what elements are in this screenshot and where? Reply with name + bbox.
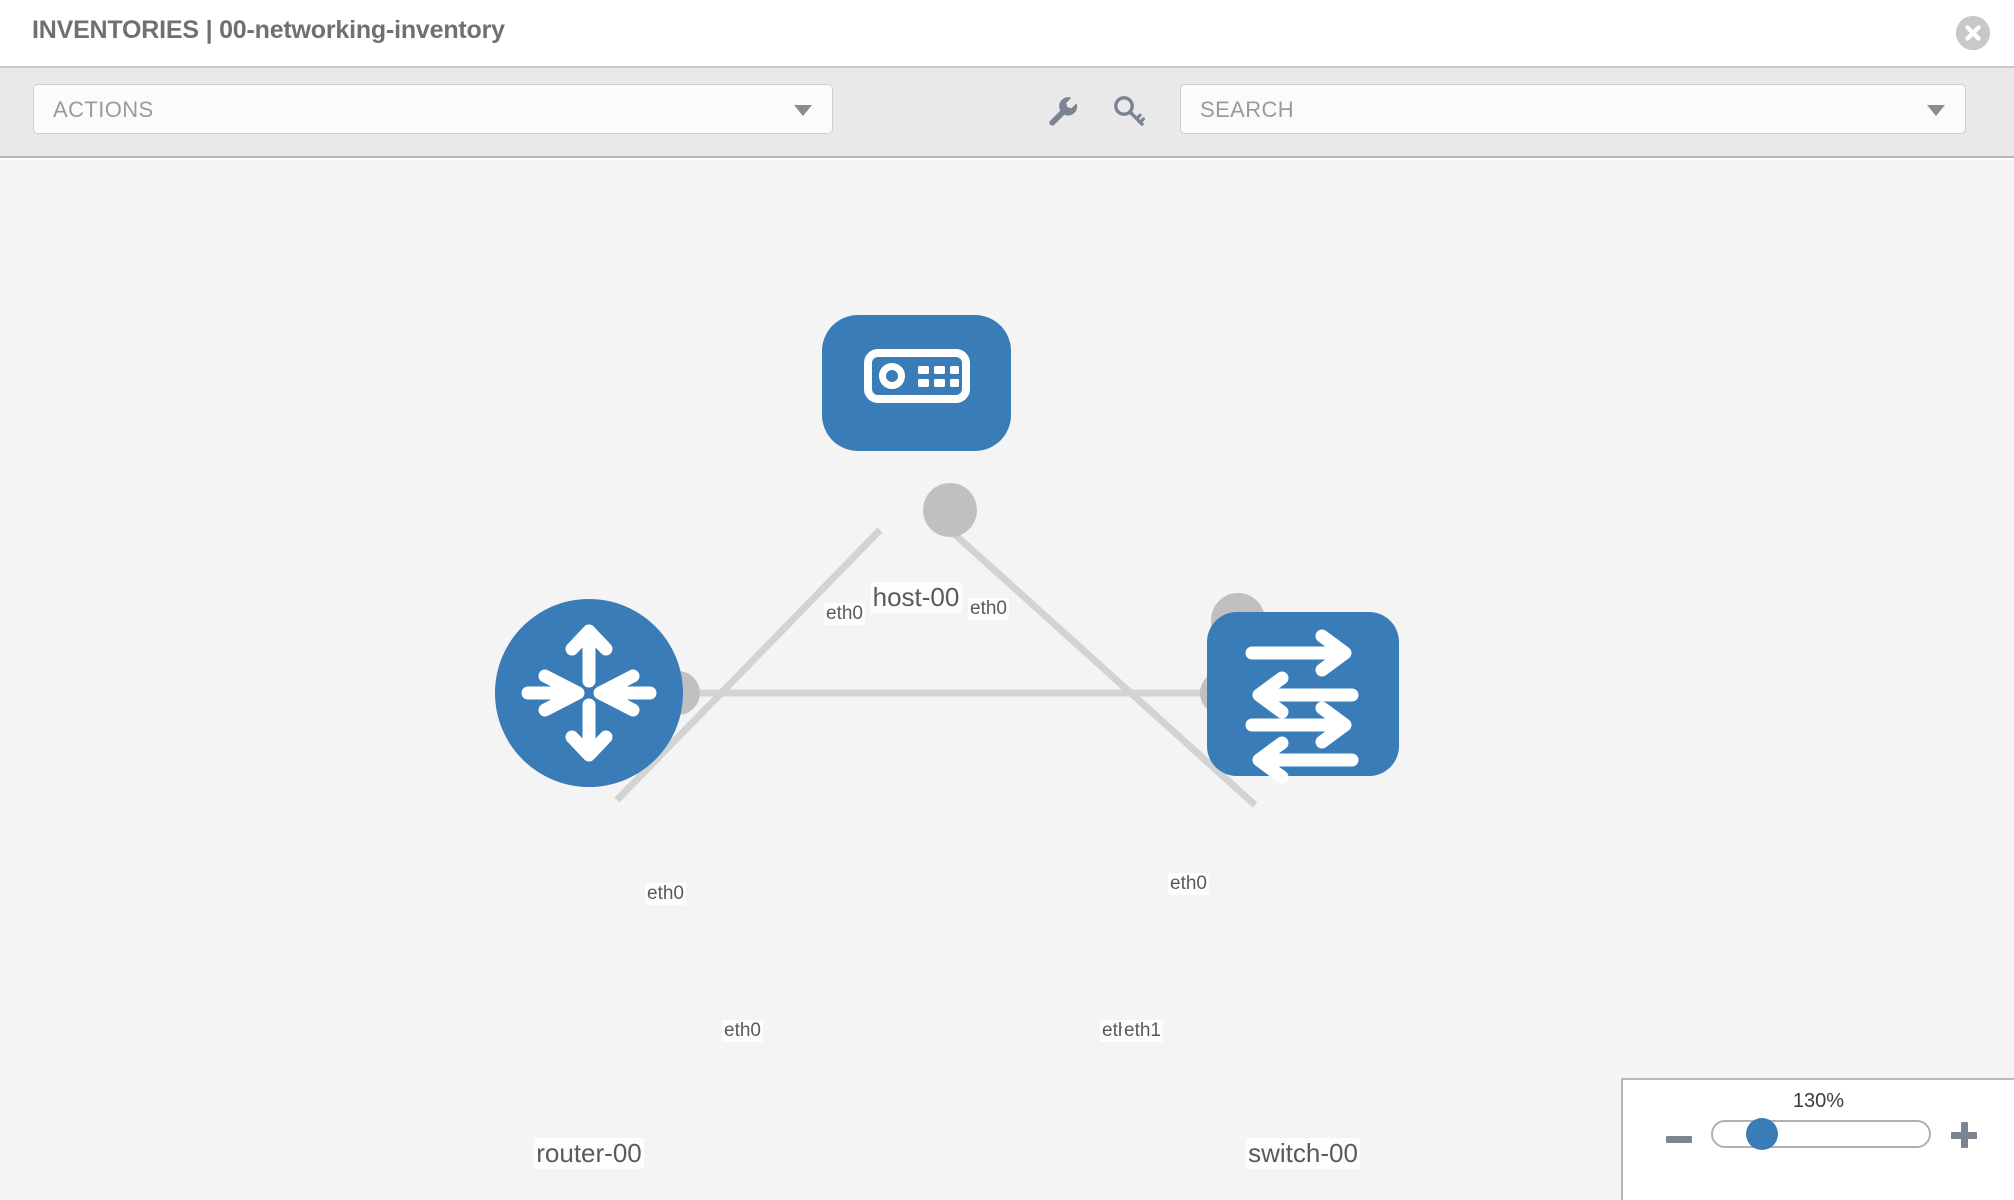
node-label-router-00: router-00 (534, 1138, 644, 1169)
topology-edges (614, 527, 1258, 808)
chevron-down-icon (794, 105, 812, 116)
actions-dropdown-label: ACTIONS (53, 97, 154, 122)
iface-label: eth0 (824, 603, 865, 625)
iface-label: eth0 (645, 883, 686, 905)
wrench-icon[interactable] (1045, 93, 1081, 129)
edge-host00-router00 (614, 527, 883, 803)
zoom-slider-thumb[interactable] (1746, 1118, 1778, 1150)
iface-label: eth0 (1168, 873, 1209, 895)
search-input[interactable]: SEARCH (1180, 84, 1966, 134)
search-placeholder: SEARCH (1200, 97, 1295, 122)
zoom-slider[interactable] (1711, 1120, 1931, 1148)
node-label-host-00: host-00 (870, 582, 962, 613)
page-title: INVENTORIES | 00-networking-inventory (32, 16, 505, 44)
node-switch-00 (1207, 612, 1399, 784)
switch-arrows-icon (1245, 629, 1359, 784)
iface-label: eth0 (968, 598, 1009, 620)
page-header: INVENTORIES | 00-networking-inventory (0, 0, 2014, 68)
zoom-level-label: 130% (1792, 1090, 1845, 1112)
iface-label: eth0 (722, 1020, 763, 1042)
plus-icon[interactable] (1951, 1122, 1977, 1148)
server-icon (864, 349, 970, 403)
topology-graph (495, 315, 1399, 808)
chevron-down-icon (1927, 105, 1945, 116)
zoom-control-panel: 130% (1621, 1078, 2014, 1200)
connector-host00-right (923, 483, 977, 537)
key-icon[interactable] (1111, 93, 1147, 129)
edge-host00-switch00 (947, 527, 1258, 808)
actions-dropdown[interactable]: ACTIONS (33, 84, 833, 134)
node-label-switch-00: switch-00 (1246, 1138, 1360, 1169)
node-host-00 (822, 315, 1011, 451)
node-router-00 (495, 599, 683, 787)
minus-icon[interactable] (1666, 1136, 1692, 1143)
iface-label: eth1 (1122, 1020, 1163, 1042)
router-arrows-icon (521, 624, 657, 762)
close-icon[interactable] (1956, 16, 1990, 50)
topology-canvas[interactable]: eth0 eth0 eth0 eth0 eth0 eth0 eth1 host-… (0, 160, 2014, 1200)
